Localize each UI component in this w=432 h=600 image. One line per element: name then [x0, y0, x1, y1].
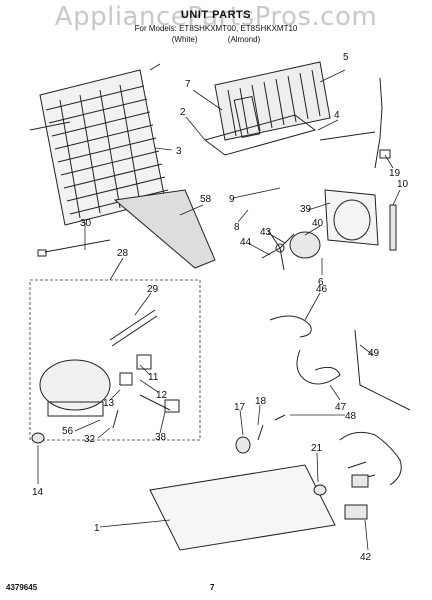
base-plate	[149, 464, 336, 551]
callout-10: 10	[397, 179, 409, 190]
callout-44: 44	[240, 237, 252, 248]
color-almond-label: (Almond)	[227, 35, 261, 44]
small-hardware	[31, 414, 327, 496]
evaporator	[203, 61, 331, 156]
document-number: 4379645	[6, 583, 38, 592]
callout-17: 17	[234, 402, 246, 413]
callout-32: 32	[84, 434, 96, 445]
callout-9: 9	[229, 194, 235, 205]
drier-tube	[109, 309, 158, 347]
callout-46: 46	[316, 284, 328, 295]
callout-38: 38	[155, 432, 167, 443]
callout-40: 40	[312, 218, 324, 229]
callout-30: 30	[80, 218, 92, 229]
model-numbers: For Models: ET8SHKXMT00, ET8SHKXMT10	[134, 24, 298, 33]
callout-56: 56	[62, 426, 74, 437]
wiring-harness	[339, 431, 402, 520]
mounting-bolt	[37, 239, 111, 257]
callout-58: 58	[200, 194, 212, 205]
callout-47: 47	[335, 402, 347, 413]
callout-48: 48	[345, 411, 357, 422]
callout-43: 43	[260, 227, 272, 238]
overload	[136, 354, 152, 370]
callout-8: 8	[234, 222, 240, 233]
callout-39: 39	[300, 204, 312, 215]
callout-labels: 7 5 2 4 3 19 10 58 9 30 8 39 40 43 44 6 …	[32, 52, 409, 563]
fan-motor-assembly	[261, 229, 321, 271]
callout-11: 11	[148, 372, 159, 383]
color-variants: (White) (Almond)	[0, 35, 432, 44]
callout-6: 6	[318, 277, 324, 288]
callout-1: 1	[94, 523, 100, 534]
callout-5: 5	[343, 52, 349, 63]
callout-4: 4	[334, 110, 340, 121]
callout-13: 13	[103, 398, 115, 409]
callout-21: 21	[311, 443, 323, 454]
compressor	[39, 359, 111, 411]
callout-14: 14	[32, 487, 44, 498]
callout-12: 12	[156, 390, 168, 401]
page-number: 7	[210, 583, 215, 592]
callout-42: 42	[360, 552, 372, 563]
refrigerant-tubing	[269, 315, 411, 411]
callout-7: 7	[185, 79, 191, 90]
callout-2: 2	[180, 107, 186, 118]
callout-18: 18	[255, 396, 267, 407]
callout-3: 3	[176, 146, 182, 157]
relay	[119, 372, 133, 386]
callout-19: 19	[389, 168, 401, 179]
fan-shroud	[113, 189, 216, 269]
color-white-label: (White)	[171, 35, 198, 44]
compressor-kit	[39, 309, 180, 429]
callout-49: 49	[368, 348, 380, 359]
capacitor	[164, 399, 180, 413]
callout-28: 28	[117, 248, 129, 259]
compressor-kit-outline	[29, 279, 201, 441]
leader-lines	[37, 69, 401, 551]
diagram-title: UNIT PARTS	[180, 9, 252, 21]
watermark: AppliancePartsPros.com	[54, 2, 378, 32]
fan-bracket	[324, 189, 379, 246]
callout-29: 29	[147, 284, 159, 295]
